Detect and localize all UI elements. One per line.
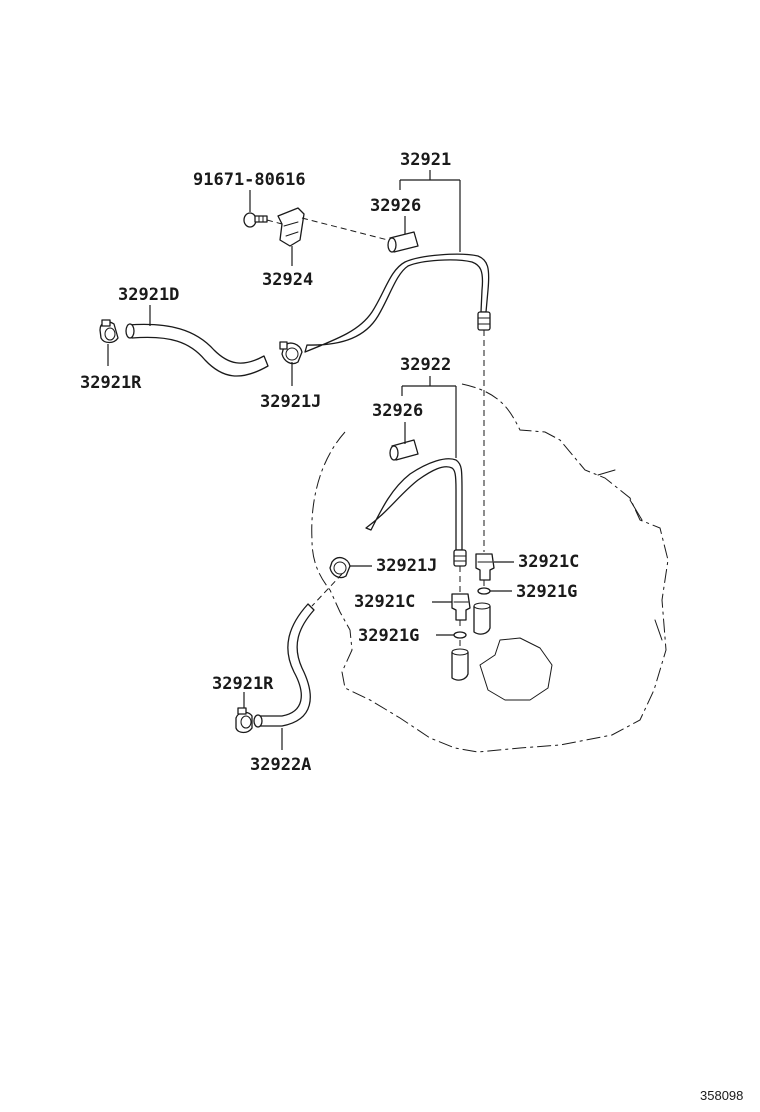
label-32921G-mid: 32921G [358,626,419,646]
label-32926-mid: 32926 [372,401,423,421]
label-91671-80616: 91671-80616 [193,170,306,190]
label-32921C-right: 32921C [518,552,579,572]
label-32921R-bottom: 32921R [212,674,274,694]
label-32921G-right: 32921G [516,582,577,602]
leader-lines [107,170,514,750]
label-32922: 32922 [400,355,451,375]
label-32921R-top: 32921R [80,373,142,393]
figure-number: 358098 [700,1088,743,1103]
label-32921J-top: 32921J [260,392,321,412]
hose-32922-assembly [235,439,495,734]
alignment-lines [266,217,485,650]
label-32921D: 32921D [118,285,179,305]
label-32921J-mid: 32921J [376,556,437,576]
label-32921: 32921 [400,150,451,170]
hose-32921-assembly [99,207,491,377]
label-32921C-mid: 32921C [354,592,415,612]
transmission-outline [311,383,669,753]
part-labels: 32921 91671-80616 32926 32924 32921D 329… [80,150,579,775]
label-32924: 32924 [262,270,313,290]
label-32926-top: 32926 [370,196,421,216]
label-32922A: 32922A [250,755,311,775]
